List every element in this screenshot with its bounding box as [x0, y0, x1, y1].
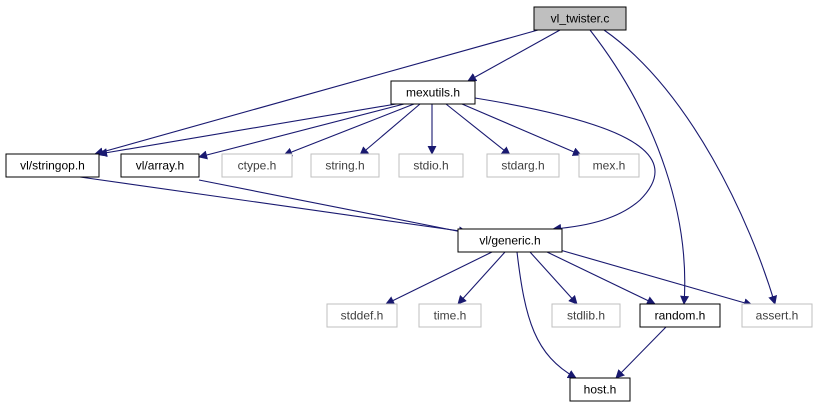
node-mex-h[interactable]: mex.h [578, 153, 640, 178]
node-stddef-h[interactable]: stddef.h [326, 303, 398, 328]
node-box[interactable] [418, 303, 482, 328]
edge-mexutils-h-to-stdarg-h [445, 103, 511, 156]
node-box[interactable] [533, 6, 627, 31]
node-stdlib-h[interactable]: stdlib.h [551, 303, 621, 328]
node-label: string.h [325, 159, 364, 173]
node-label: mexutils.h [406, 86, 460, 100]
edge-mexutils-h-to-vl-generic-h [474, 97, 656, 233]
edge-vl-twister-c-to-vl-stringop-h [94, 29, 539, 157]
edge-random-h-to-host-h [615, 326, 667, 379]
node-box[interactable] [221, 153, 293, 178]
node-stdarg-h[interactable]: stdarg.h [486, 153, 560, 178]
node-label: host.h [584, 383, 617, 397]
nodes-layer: vl_twister.c mexutils.h vl/stringop.h vl/ar… [5, 6, 813, 402]
node-time-h[interactable]: time.h [418, 303, 482, 328]
edges-layer [79, 29, 778, 379]
node-label: stddef.h [341, 309, 384, 323]
node-box[interactable] [578, 153, 640, 178]
node-assert-h[interactable]: assert.h [741, 303, 813, 328]
edge-vl-twister-c-to-assert-h [603, 29, 778, 305]
edge-vl-generic-h-to-stddef-h [385, 251, 493, 305]
node-random-h[interactable]: random.h [639, 303, 721, 328]
edge-mexutils-h-to-vl-array-h [198, 103, 405, 160]
edge-vl-twister-c-to-random-h [589, 29, 690, 305]
node-mexutils-h[interactable]: mexutils.h [390, 80, 476, 105]
node-host-h[interactable]: host.h [569, 377, 631, 402]
edge-vl-generic-h-to-assert-h [559, 249, 753, 308]
edge-vl-twister-c-to-mexutils-h [467, 29, 561, 82]
node-label: ctype.h [238, 159, 277, 173]
node-box[interactable] [457, 228, 563, 253]
edge-mexutils-h-to-mex-h [461, 103, 582, 156]
node-label: vl/array.h [136, 159, 184, 173]
node-label: mex.h [593, 159, 626, 173]
node-label: vl/stringop.h [20, 159, 85, 173]
node-box[interactable] [390, 80, 476, 105]
edge-mexutils-h-to-string-h [359, 103, 421, 156]
node-box[interactable] [639, 303, 721, 328]
edge-mexutils-h-to-ctype-h [283, 103, 415, 157]
edge-vl-generic-h-to-time-h [457, 251, 506, 305]
node-label: stdlib.h [567, 309, 605, 323]
node-vl-array-h[interactable]: vl/array.h [120, 153, 200, 178]
node-string-h[interactable]: string.h [310, 153, 380, 178]
node-vl-stringop-h[interactable]: vl/stringop.h [5, 153, 100, 178]
node-box[interactable] [310, 153, 380, 178]
node-box[interactable] [569, 377, 631, 402]
node-box[interactable] [741, 303, 813, 328]
node-label: stdio.h [413, 159, 448, 173]
node-vl-generic-h[interactable]: vl/generic.h [457, 228, 563, 253]
edge-vl-generic-h-to-stdlib-h [529, 251, 578, 305]
node-stdio-h[interactable]: stdio.h [398, 153, 464, 178]
edge-vl-generic-h-to-random-h [546, 251, 656, 305]
node-label: time.h [434, 309, 467, 323]
node-label: vl_twister.c [551, 12, 610, 26]
node-box[interactable] [326, 303, 398, 328]
edge-vl-generic-h-to-host-h [516, 251, 577, 379]
node-label: stdarg.h [501, 159, 544, 173]
edge-mexutils-h-to-vl-stringop-h [98, 103, 397, 158]
node-label: vl/generic.h [479, 234, 540, 248]
node-label: assert.h [756, 309, 799, 323]
node-label: random.h [655, 309, 706, 323]
edge-vl-array-h-to-vl-generic-h [198, 179, 468, 236]
edge-vl-stringop-h-to-vl-generic-h [79, 176, 468, 236]
node-vl-twister-c[interactable]: vl_twister.c [533, 6, 627, 31]
node-box[interactable] [5, 153, 100, 178]
node-box[interactable] [486, 153, 560, 178]
node-ctype-h[interactable]: ctype.h [221, 153, 293, 178]
node-box[interactable] [120, 153, 200, 178]
node-box[interactable] [398, 153, 464, 178]
node-box[interactable] [551, 303, 621, 328]
